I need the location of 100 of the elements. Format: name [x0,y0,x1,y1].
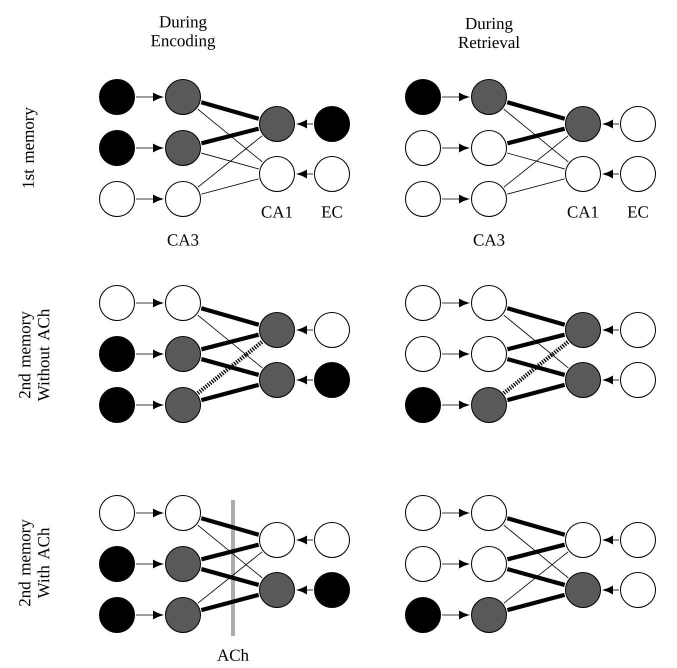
arrow [297,170,314,178]
arrow [442,144,469,152]
neuron-circle [165,336,201,372]
neuron-circle [314,572,350,608]
neuron-circle [99,546,135,582]
neuron-circle [565,362,601,398]
connection-line [200,100,260,121]
neuron-circle [565,572,601,608]
arrow [603,376,620,384]
arrow [603,326,620,334]
neuron-circle [314,522,350,558]
connection-line [506,126,566,146]
arrow [136,350,163,358]
neuron-circle [405,181,441,217]
arrow [297,376,314,384]
connection-line [503,524,569,578]
neuron-circle [405,387,441,423]
neuron-circle [99,130,135,166]
connection-line [197,135,263,188]
layer-label: CA1 [568,206,598,218]
connection-line [503,108,569,162]
connection-line [506,382,566,402]
neuron-circle [471,181,507,217]
arrow [297,586,314,594]
arrow [136,400,163,410]
connection-line [506,516,566,537]
layer-label: CA3 [474,234,504,246]
neuron-circle [259,312,295,348]
connection-line [506,178,566,195]
connection-line [506,592,566,612]
neuron-circle [99,336,135,372]
neuron-circle [259,362,295,398]
neuron-circle [99,495,135,531]
neuron-circle [565,156,601,192]
neuron-circle [620,106,656,142]
neuron-circle [259,522,295,558]
arrow [603,586,620,594]
arrow [136,144,163,152]
connection-line [502,340,570,395]
neuron-circle [565,522,601,558]
neuron-circle [565,106,601,142]
neuron-circle [565,312,601,348]
connection-line [506,567,566,587]
neuron-circle [99,597,135,633]
neuron-circle [259,572,295,608]
neuron-circle [314,156,350,192]
connection-line [197,551,263,604]
arrow [136,560,163,568]
row-label: 2nd memory With ACh [18,519,50,606]
connection-line [506,100,566,121]
connection-line [506,542,566,562]
neuron-circle [620,156,656,192]
connection-line [506,152,566,170]
column-heading: During Retrieval [458,18,520,48]
connection-line [196,340,264,395]
arrow [603,170,620,178]
neuron-circle [405,546,441,582]
arrow [442,610,469,620]
layer-label: CA1 [262,206,292,218]
neuron-circle [471,546,507,582]
neuron-circle [471,597,507,633]
connection-line [200,542,260,562]
neuron-circle [165,546,201,582]
neuron-circle [471,387,507,423]
neuron-circle [165,387,201,423]
connection-line [506,306,566,327]
arrow [297,536,314,544]
connection-line [200,592,260,612]
layer-label: EC [322,206,342,218]
connection-line [506,357,566,377]
connection-line [200,382,260,402]
neuron-circle [471,336,507,372]
neuron-circle [259,106,295,142]
neuron-circle [405,495,441,531]
arrow [442,560,469,568]
column-heading: During Encoding [151,16,216,50]
connection-line [200,126,260,146]
neuron-circle [471,79,507,115]
arrow [297,326,314,334]
neuron-circle [314,106,350,142]
connection-line [197,314,263,368]
connection-line [200,516,260,537]
neuron-circle [620,362,656,398]
arrow [442,508,469,518]
row-label: 1st memory [22,107,38,188]
neuron-circle [165,597,201,633]
connection-line [506,332,566,352]
neuron-circle [471,495,507,531]
neuron-circle [99,181,135,217]
connection-line [200,567,260,587]
neuron-circle [165,285,201,321]
arrow [603,120,620,128]
layer-label: EC [628,206,648,218]
neuron-circle [620,522,656,558]
neuron-circle [165,130,201,166]
connection-line [503,551,569,604]
neuron-circle [405,130,441,166]
arrow [136,508,163,518]
neuron-circle [405,336,441,372]
neuron-circle [471,285,507,321]
